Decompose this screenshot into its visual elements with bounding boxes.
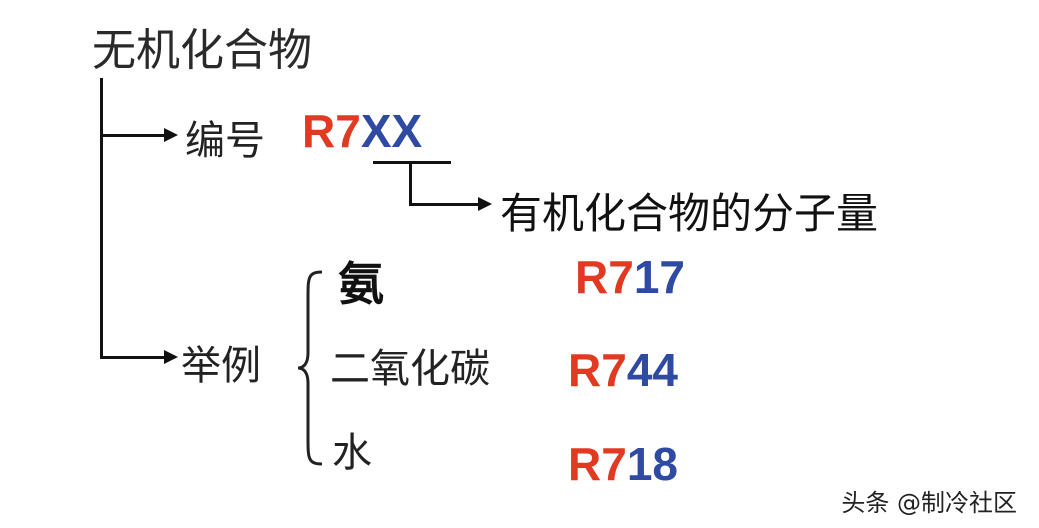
code-prefix: R7	[302, 105, 361, 157]
diagram-title: 无机化合物	[92, 25, 312, 76]
arrow-icon	[478, 197, 492, 211]
suffix-underline	[373, 161, 451, 164]
example-name-ammonia: 氨	[338, 257, 384, 311]
suffix-meaning: 有机化合物的分子量	[500, 189, 879, 238]
examples-label: 举例	[181, 343, 261, 389]
example-code-ammonia: R717	[575, 250, 685, 304]
code-suffix: 17	[633, 251, 685, 303]
example-code-co2: R744	[568, 343, 678, 397]
code-suffix: XX	[360, 105, 423, 157]
code-suffix: 44	[626, 344, 678, 396]
code-suffix: 18	[626, 438, 678, 490]
numbering-label: 编号	[185, 118, 265, 164]
branch-numbering-line	[100, 134, 166, 137]
example-name-water: 水	[332, 430, 372, 476]
curly-brace-icon	[297, 270, 323, 466]
numbering-code: R7XX	[302, 104, 422, 158]
trunk-line	[100, 78, 103, 358]
arrow-icon	[164, 128, 178, 142]
code-prefix: R7	[568, 344, 627, 396]
suffix-connector-vertical	[409, 161, 412, 205]
watermark: 头条 @制冷社区	[841, 489, 1017, 517]
example-code-water: R718	[568, 437, 678, 491]
example-name-co2: 二氧化碳	[330, 346, 490, 392]
code-prefix: R7	[568, 438, 627, 490]
code-prefix: R7	[575, 251, 634, 303]
suffix-connector-horizontal	[409, 203, 481, 206]
branch-examples-line	[100, 356, 166, 359]
arrow-icon	[164, 350, 178, 364]
